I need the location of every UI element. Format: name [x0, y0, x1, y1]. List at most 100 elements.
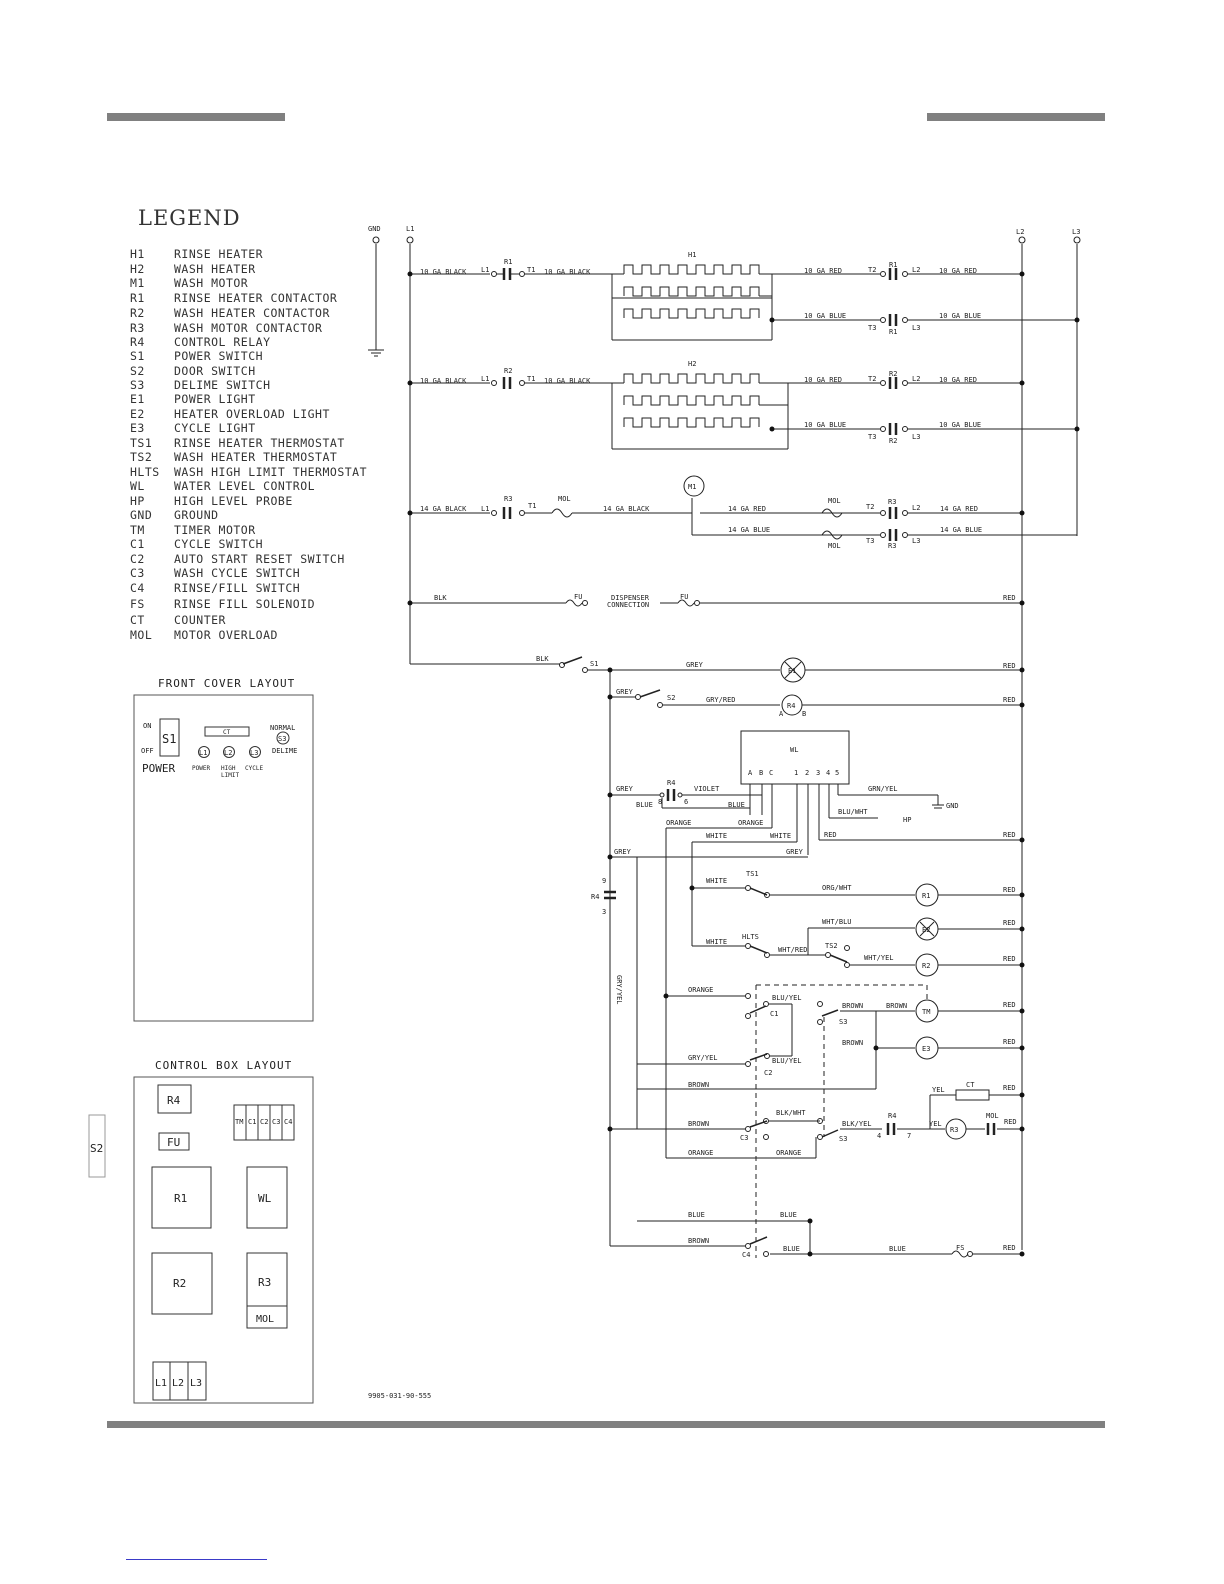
wire-label: 10 GA BLUE [804, 312, 846, 320]
wire-label: T2 [866, 503, 874, 511]
wire-label: C3 [740, 1134, 748, 1142]
cb-fu [158, 1132, 190, 1151]
wire-label: 10 GA BLACK [420, 377, 467, 385]
legend-description: RINSE/FILL SWITCH [174, 580, 301, 595]
legend-code: R1 [130, 291, 145, 305]
wire-label: MOL [828, 497, 841, 505]
legend-description: CYCLE SWITCH [174, 537, 264, 551]
legend-code: R3 [130, 320, 145, 335]
control-box-panel [133, 1076, 314, 1404]
legend-title: LEGEND [138, 206, 241, 230]
wire-label: VIOLET [694, 785, 720, 793]
wire-label: MOL [986, 1112, 999, 1120]
on-label: ON [143, 722, 151, 730]
wire-label: CT [966, 1081, 975, 1089]
wire-label: T3 [868, 324, 876, 332]
wire-label: S3 [839, 1135, 847, 1143]
power-switch-s1[interactable] [159, 718, 180, 757]
wire-label: RED [1004, 1118, 1017, 1126]
cb-c1-label: C1 [248, 1118, 256, 1126]
legend-description: DELIME SWITCH [174, 378, 271, 392]
wire-label: WHITE [706, 938, 727, 946]
wire-label: 3 [816, 769, 820, 777]
legend-code: R2 [130, 305, 145, 320]
front-cover-layout: FRONT COVER LAYOUT S1 ON OFF POWER CT NO… [133, 677, 314, 1022]
wire-label: R3 [950, 1126, 958, 1134]
schematic-labels: GND L1 L2 L3 10 GA BLACK L1 R1 T1 10 GA … [368, 225, 1080, 1259]
wire-label: B [802, 710, 806, 718]
wire-label: RED [824, 831, 837, 839]
wire-label: M1 [688, 483, 696, 491]
wire-label: 3 [602, 908, 606, 916]
high-limit-light-l2 [223, 746, 235, 758]
legend-description: WASH MOTOR [174, 276, 249, 290]
cb-r1 [151, 1166, 212, 1229]
legend-description: DOOR SWITCH [174, 363, 256, 378]
wire-label: BLU/YEL [772, 994, 802, 1002]
wire-label: R2 [889, 437, 897, 445]
wire-label: E2 [922, 926, 930, 934]
wire-label: GREY [686, 661, 704, 669]
wire-label: BROWN [688, 1120, 709, 1128]
wire-label: WHITE [706, 832, 727, 840]
delime-switch-s3[interactable] [276, 731, 290, 745]
legend-description: CONTROL RELAY [174, 335, 271, 349]
wire-label: L3 [912, 537, 920, 545]
wire-label: L3 [912, 324, 920, 332]
wire-label: TS2 [825, 942, 838, 950]
wire-label: WHITE [706, 877, 727, 885]
cb-r1-label: R1 [174, 1192, 187, 1205]
wire-label: BLUE [889, 1245, 906, 1253]
wire-label: RED [1003, 886, 1016, 894]
footer-link-underline [126, 1559, 267, 1560]
wire-label: R2 [504, 367, 512, 375]
wire-label: FS [956, 1244, 964, 1252]
s3-label: S3 [278, 735, 286, 743]
cb-c4-label: C4 [284, 1118, 292, 1126]
wire-label: RED [1003, 1084, 1016, 1092]
wire-label: R1 [922, 892, 930, 900]
legend-description: RINSE HEATER [174, 247, 264, 261]
wire-label: 10 GA BLACK [420, 268, 467, 276]
cb-r3-label: R3 [258, 1276, 271, 1289]
wire-label: R1 [504, 258, 512, 266]
cb-wl-label: WL [258, 1192, 272, 1205]
l1-label: L1 [199, 749, 207, 757]
wire-label: YEL [929, 1120, 942, 1128]
wire-label: T3 [866, 537, 874, 545]
legend-code: C3 [130, 566, 145, 580]
cb-tm-label: TM [235, 1118, 243, 1126]
wire-label: ORANGE [776, 1149, 801, 1157]
wire-label: YEL [932, 1086, 945, 1094]
legend-description: WASH MOTOR CONTACTOR [174, 320, 323, 335]
wire-label: RED [1003, 1038, 1016, 1046]
wire-label: BLK [434, 594, 447, 602]
wire-label: GND [946, 802, 959, 810]
legend-description: RINSE FILL SOLENOID [174, 597, 316, 611]
wire-label: B [759, 769, 763, 777]
legend-description: POWER LIGHT [174, 392, 256, 406]
wire-label: T2 [868, 375, 876, 383]
wire-label: RED [1003, 919, 1016, 927]
legend-code: CT [130, 613, 145, 627]
wire-label: 1 [794, 769, 798, 777]
normal-label: NORMAL [270, 724, 295, 732]
wire-label: GRY/YEL [688, 1054, 718, 1062]
wire-label: GREY [616, 785, 634, 793]
wire-label: ORANGE [688, 1149, 713, 1157]
wire-label: RED [1003, 662, 1016, 670]
legend-code: S3 [130, 378, 145, 392]
legend-description: TIMER MOTOR [174, 522, 256, 537]
wire-label: 10 GA BLUE [939, 312, 981, 320]
wire-label: 10 GA RED [939, 267, 977, 275]
side-tab-label: S2 [90, 1142, 103, 1155]
wire-label: 10 GA RED [804, 267, 842, 275]
wire-label: FU [680, 593, 688, 601]
wire-label: 10 GA BLUE [804, 421, 846, 429]
cb-l3-label: L3 [190, 1378, 202, 1389]
wire-label: 10 GA BLACK [544, 377, 591, 385]
high-label: HIGH [221, 765, 236, 772]
legend-code: S2 [130, 363, 145, 378]
wire-label: R2 [922, 962, 930, 970]
wire-label: S1 [590, 660, 598, 668]
